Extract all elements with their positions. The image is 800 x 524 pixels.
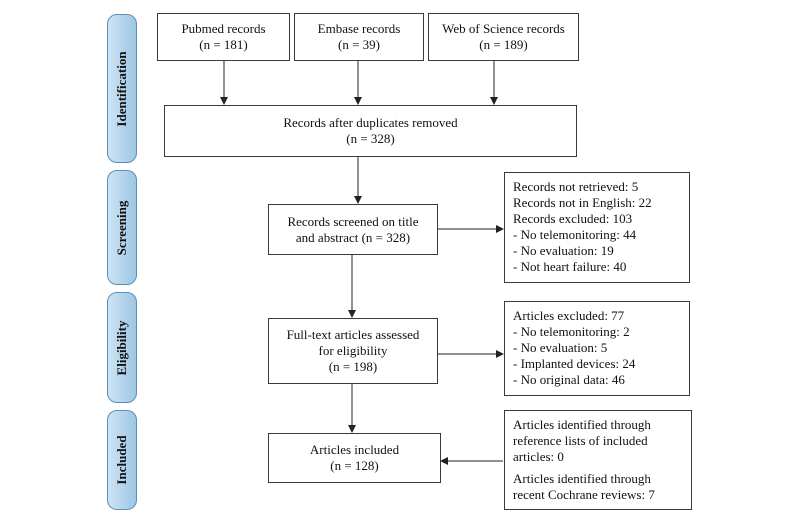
phase-included: Included bbox=[107, 410, 137, 510]
exclusion-records-excluded: Records excluded: 103 bbox=[513, 211, 633, 226]
eligibility-exclusions-box: Articles excluded: 77 - No telemonitorin… bbox=[504, 301, 690, 396]
exclusion-not-heart-failure: - Not heart failure: 40 bbox=[513, 259, 627, 274]
full-text-count: (n = 198) bbox=[328, 359, 378, 374]
full-text-label-cont: for eligibility bbox=[318, 343, 388, 358]
cochrane-reviews-line-1: Articles identified through bbox=[513, 471, 651, 486]
articles-excluded-no-original-data: - No original data: 46 bbox=[513, 372, 625, 387]
full-text-box: Full-text articles assessed for eligibil… bbox=[268, 318, 438, 384]
reference-lists-line-2: reference lists of included bbox=[513, 433, 648, 448]
additional-sources-box: Articles identified through reference li… bbox=[504, 410, 692, 510]
articles-excluded-total: Articles excluded: 77 bbox=[513, 308, 625, 323]
pubmed-records-box: Pubmed records (n = 181) bbox=[157, 13, 290, 61]
articles-excluded-implanted-devices: - Implanted devices: 24 bbox=[513, 356, 636, 371]
screened-box: Records screened on title and abstract (… bbox=[268, 204, 438, 255]
embase-records-label: Embase records bbox=[317, 21, 401, 36]
exclusion-no-evaluation: - No evaluation: 19 bbox=[513, 243, 614, 258]
screened-label: Records screened on title bbox=[287, 213, 419, 229]
phase-identification: Identification bbox=[107, 14, 137, 163]
articles-included-count: (n = 128) bbox=[330, 458, 379, 473]
exclusion-not-english: Records not in English: 22 bbox=[513, 195, 652, 210]
screening-exclusions-box: Records not retrieved: 5 Records not in … bbox=[504, 172, 690, 283]
wos-records-box: Web of Science records (n = 189) bbox=[428, 13, 579, 61]
articles-excluded-no-telemonitoring: - No telemonitoring: 2 bbox=[513, 324, 630, 339]
embase-records-count: (n = 39) bbox=[338, 37, 380, 52]
pubmed-records-label: Pubmed records bbox=[181, 21, 266, 36]
articles-included-box: Articles included (n = 128) bbox=[268, 433, 441, 483]
wos-records-label: Web of Science records bbox=[442, 21, 565, 36]
exclusion-not-retrieved: Records not retrieved: 5 bbox=[513, 179, 639, 194]
duplicates-removed-box: Records after duplicates removed (n = 32… bbox=[164, 105, 577, 157]
phase-screening: Screening bbox=[107, 170, 137, 285]
phase-screening-label: Screening bbox=[114, 200, 129, 255]
articles-excluded-no-evaluation: - No evaluation: 5 bbox=[513, 340, 608, 355]
duplicates-removed-label: Records after duplicates removed bbox=[283, 115, 458, 130]
exclusion-no-telemonitoring: - No telemonitoring: 44 bbox=[513, 227, 637, 242]
phase-identification-label: Identification bbox=[114, 50, 129, 127]
articles-included-label: Articles included bbox=[309, 442, 400, 457]
wos-records-count: (n = 189) bbox=[479, 37, 528, 52]
phase-eligibility-label: Eligibility bbox=[114, 320, 129, 375]
screened-count: and abstract (n = 328) bbox=[295, 229, 411, 245]
cochrane-reviews-count: recent Cochrane reviews: 7 bbox=[513, 487, 655, 502]
embase-records-box: Embase records (n = 39) bbox=[294, 13, 424, 61]
duplicates-removed-count: (n = 328) bbox=[346, 131, 395, 146]
reference-lists-line-1: Articles identified through bbox=[513, 417, 651, 432]
phase-included-label: Included bbox=[114, 435, 129, 485]
full-text-label: Full-text articles assessed bbox=[286, 327, 420, 342]
pubmed-records-count: (n = 181) bbox=[199, 37, 248, 52]
reference-lists-count: articles: 0 bbox=[513, 449, 564, 464]
phase-eligibility: Eligibility bbox=[107, 292, 137, 403]
